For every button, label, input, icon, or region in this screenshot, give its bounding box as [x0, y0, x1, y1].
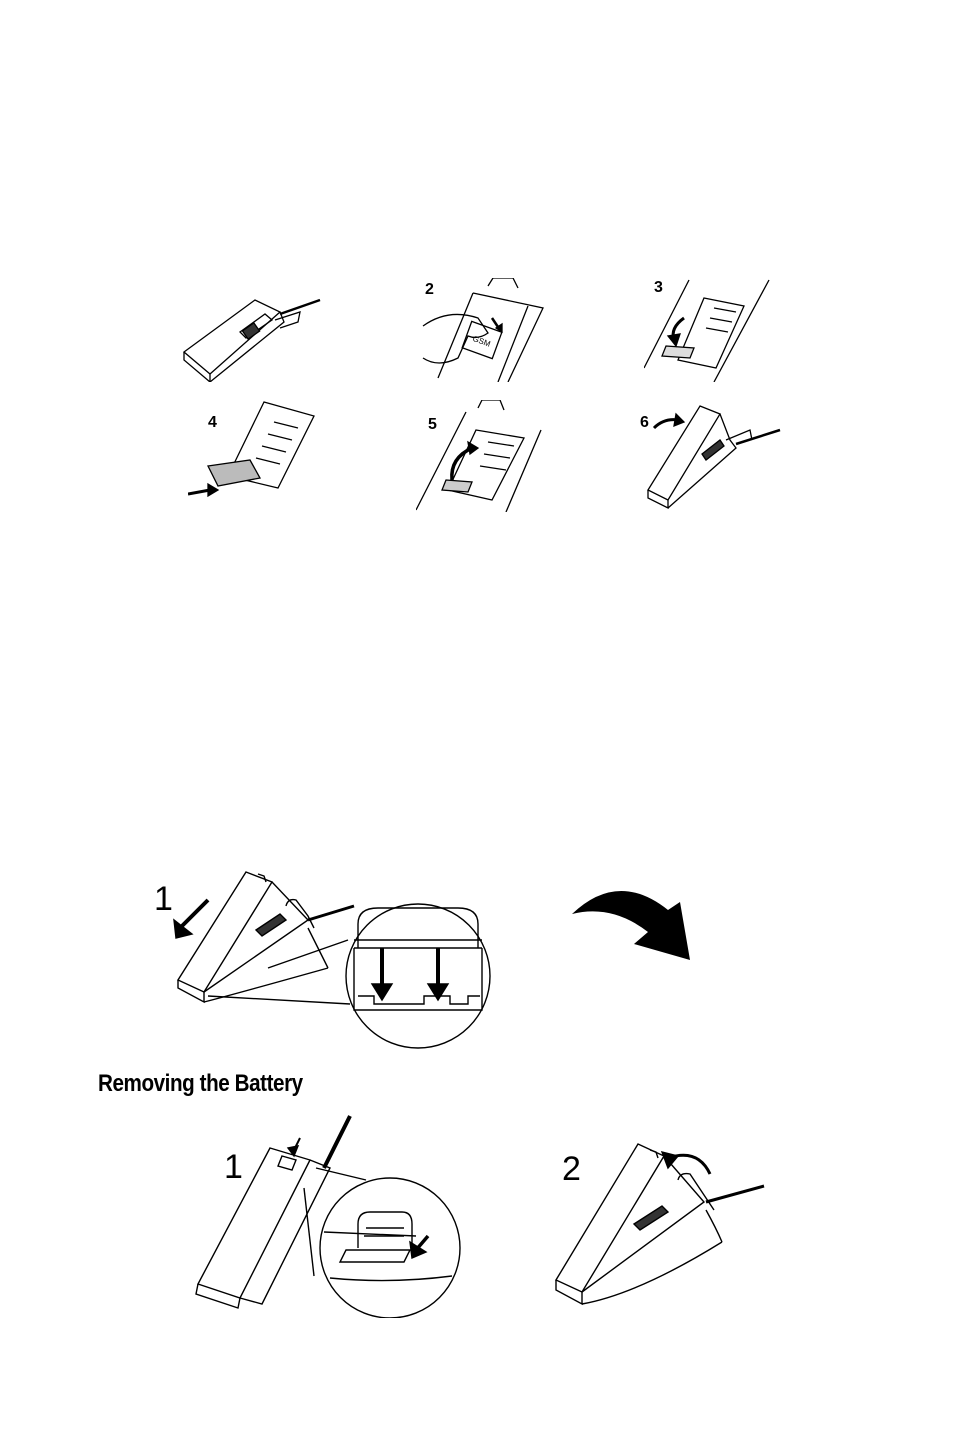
section-heading-removing-battery: Removing the Battery: [98, 1070, 303, 1098]
sim-step-4-illustration: [188, 398, 323, 502]
remove-step-2-illustration: [538, 1140, 778, 1315]
remove-step-1-illustration: [190, 1108, 465, 1318]
sim-step-6-illustration: [640, 400, 790, 512]
sim-step-5-illustration: [416, 400, 551, 512]
sim-step-3-illustration: [644, 278, 774, 382]
sim-step-2-illustration: GSM: [418, 278, 553, 382]
next-step-arrow-icon: [568, 880, 698, 970]
attach-battery-illustration: [168, 868, 498, 1053]
sim-step-1-illustration: [180, 292, 330, 382]
